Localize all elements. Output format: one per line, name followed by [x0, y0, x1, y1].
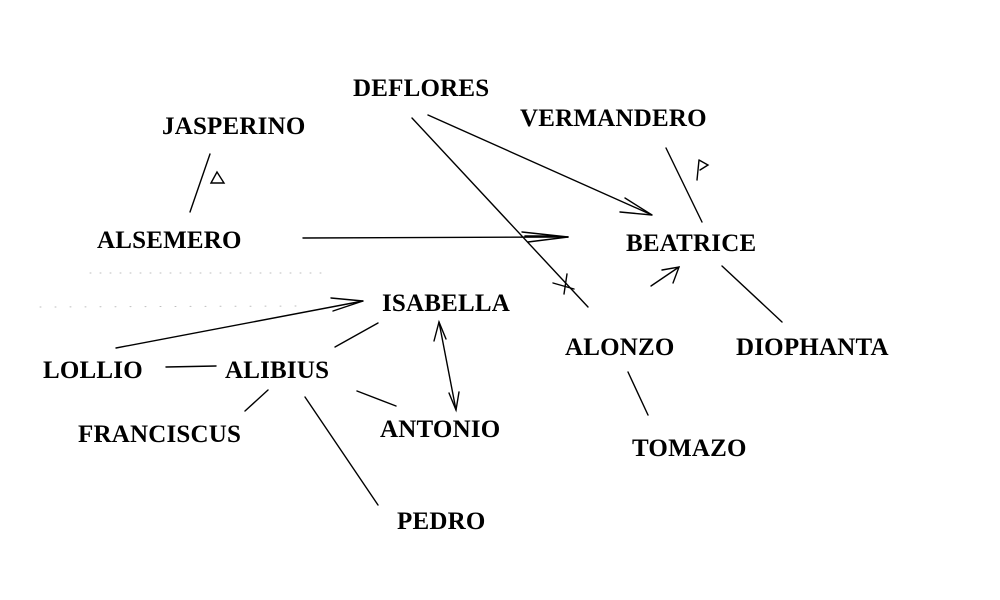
triangle-icon — [209, 170, 226, 184]
edge-alibius-pedro — [304, 396, 379, 506]
node-alsemero: ALSEMERO — [97, 227, 242, 254]
node-antonio: ANTONIO — [380, 416, 501, 443]
edge-alibius-antonio — [356, 390, 397, 407]
edge-alibius-franciscus — [244, 389, 269, 412]
cross-mark-icon — [552, 282, 575, 290]
edge-alonzo-beatrice — [650, 266, 681, 287]
node-franciscus: FRANCISCUS — [78, 421, 242, 448]
edge-beatrice-diophanta — [721, 265, 783, 323]
edge-isabella-antonio — [433, 319, 460, 413]
edge-deflores-alonzo — [411, 117, 589, 308]
edge-vermandero-beatrice — [665, 147, 710, 223]
node-jasperino: JASPERINO — [162, 113, 306, 140]
edge-deflores-beatrice — [427, 114, 653, 216]
cross-mark-stem — [563, 273, 568, 295]
edge-lollio-isabella — [115, 297, 364, 349]
edge-alsemero-beatrice — [302, 231, 569, 243]
node-pedro: PEDRO — [397, 508, 486, 535]
node-tomazo: TOMAZO — [632, 435, 747, 462]
faint-dots — [39, 272, 331, 308]
node-vermandero: VERMANDERO — [520, 105, 707, 132]
edge-lollio-alibius — [165, 365, 217, 368]
node-diophanta: DIOPHANTA — [736, 334, 889, 361]
node-lollio: LOLLIO — [43, 357, 143, 384]
node-isabella: ISABELLA — [382, 290, 511, 317]
node-alibius: ALIBIUS — [225, 357, 330, 384]
node-deflores: DEFLORES — [353, 75, 490, 102]
flag-icon — [696, 159, 710, 181]
edge-jasperino-alsemero — [189, 153, 226, 213]
edge-alonzo-tomazo — [627, 371, 649, 416]
node-alonzo: ALONZO — [565, 334, 675, 361]
edge-alibius-isabella — [334, 322, 379, 348]
node-beatrice: BEATRICE — [626, 230, 757, 257]
